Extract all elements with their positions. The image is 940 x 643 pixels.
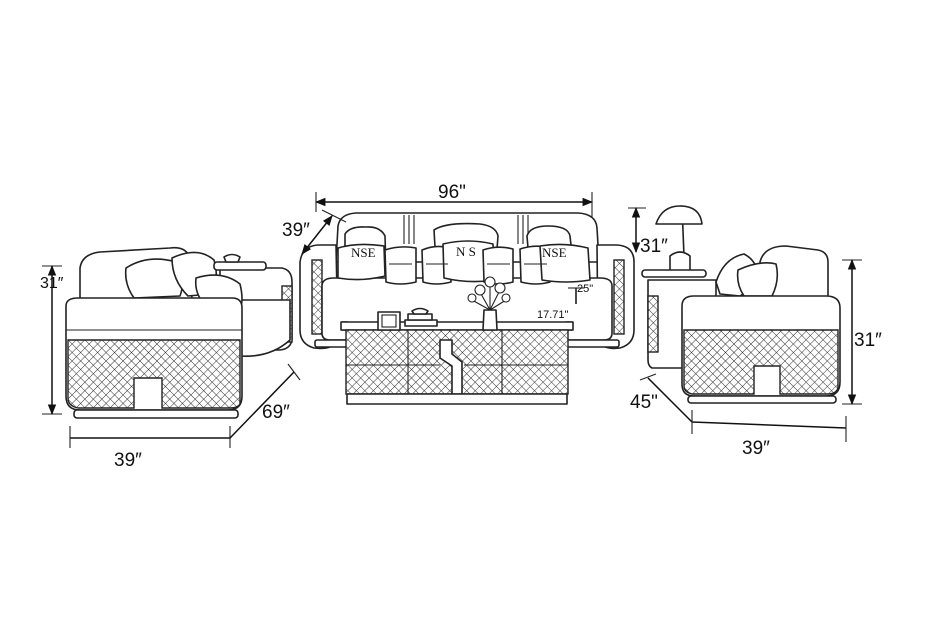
left-chair-height-label: 31″ (40, 275, 64, 292)
sofa-height-label: 31″ (640, 236, 668, 257)
coffee-table (340, 276, 574, 405)
right-chair-width-label: 39″ (742, 438, 770, 459)
pillow-label-center: N S (456, 244, 476, 259)
right-armchair (641, 205, 841, 404)
seat-height-label: 25" (577, 283, 593, 295)
pillow-label-right: NSE (542, 245, 567, 260)
left-chaise-sofa (65, 246, 293, 419)
dimension-labels: 96" 39″ 31″ 25" 17.71" 31″ 39″ 69″ 31″ 4… (40, 182, 882, 471)
left-chair-depth-label: 69″ (262, 402, 290, 423)
sofa-width-label: 96" (438, 182, 466, 203)
pillow-label-left: NSE (351, 245, 376, 260)
right-chair-depth-label: 45" (630, 392, 658, 413)
table-height-label: 17.71" (537, 309, 569, 321)
right-chair-height-label: 31″ (854, 330, 882, 351)
dimension-lines (42, 192, 862, 448)
left-chair-width-label: 39″ (114, 450, 142, 471)
sofa-depth-label: 39″ (282, 220, 310, 241)
